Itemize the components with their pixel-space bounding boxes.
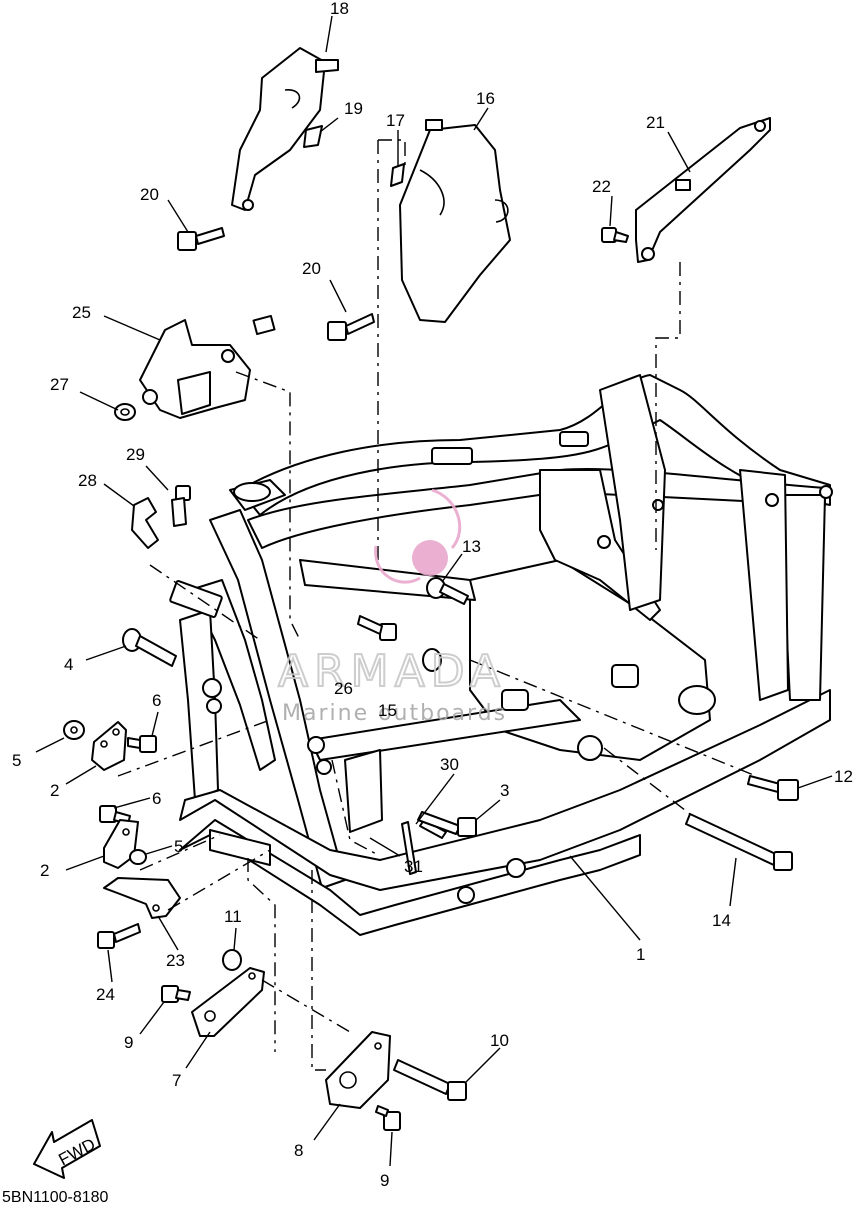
bracket-2a [91,721,127,771]
pad-19 [303,125,323,148]
bolt-24 [97,923,141,949]
callout: 29 [126,445,145,464]
callout: 25 [72,303,91,322]
part-code: 5BN1100-8180 [2,1189,109,1206]
nut-27 [114,403,136,421]
bolt-3 [417,811,477,837]
cover-16 [399,119,511,323]
callout: 9 [380,1171,389,1190]
callout: 3 [500,781,509,800]
leader-lines [35,15,833,1167]
callouts: 1 2 2 3 4 5 5 6 6 7 8 9 9 10 11 12 13 14… [12,0,853,1190]
callout: 2 [40,861,49,880]
callout: 4 [64,655,73,674]
bolt-10 [393,1059,467,1101]
bolt-4 [122,628,177,667]
assembly-lines [117,139,757,1071]
main-frame [169,374,833,936]
callout: 28 [78,471,97,490]
callout: 8 [294,1141,303,1160]
bolt-29 [171,485,191,527]
nut-5b [129,849,147,865]
callout: 15 [378,701,397,720]
callout: 6 [152,789,161,808]
bolt-14 [685,813,793,871]
bracket-8 [325,1031,391,1109]
cover-18 [231,47,339,211]
bracket-25 [139,314,276,419]
bolt-9b [375,1105,401,1131]
callout: 12 [834,767,853,786]
callout: 2 [50,781,59,800]
callout: 24 [96,985,115,1004]
bolt-22 [601,227,629,243]
callout: 10 [490,1031,509,1050]
callout: 16 [476,89,495,108]
bolt-20b [327,313,375,341]
callout: 9 [124,1033,133,1052]
callout: 26 [334,679,353,698]
callout: 19 [344,99,363,118]
callout: 5 [174,837,183,856]
callout: 18 [330,0,349,18]
callout: 21 [646,113,665,132]
clip-30 [401,819,447,875]
callout: 20 [140,185,159,204]
callout: 5 [12,751,21,770]
washer-11 [222,949,242,971]
bolt-6a [127,735,157,753]
bracket-7 [191,967,265,1037]
washer-5a [63,720,85,740]
callout: 17 [386,111,405,130]
callout: 27 [50,375,69,394]
callout: 11 [224,907,242,926]
callout: 6 [152,691,161,710]
callout: 1 [636,945,645,964]
watermark: ARMADA Marine outboards [277,488,507,726]
callout: 23 [166,951,185,970]
watermark-tagline: Marine outboards [282,701,507,726]
washer-15 [422,648,442,672]
bolt-20a [177,227,225,251]
callout: 22 [592,177,611,196]
bolt-9a [161,985,191,1003]
callout: 31 [404,857,423,876]
bolt-26 [357,615,397,641]
bracket-23 [103,877,181,919]
fwd-arrow: FWD [33,1119,101,1179]
bolt-13 [426,577,469,605]
callout: 20 [302,259,321,278]
pad-17 [390,163,405,187]
bracket-21 [635,117,771,263]
callout: 7 [172,1071,181,1090]
callout: 30 [440,755,459,774]
bolt-12 [747,775,799,801]
clamp-28 [131,497,159,549]
callout: 14 [712,911,731,930]
callout: 13 [462,537,481,556]
watermark-brand: ARMADA [278,646,506,697]
